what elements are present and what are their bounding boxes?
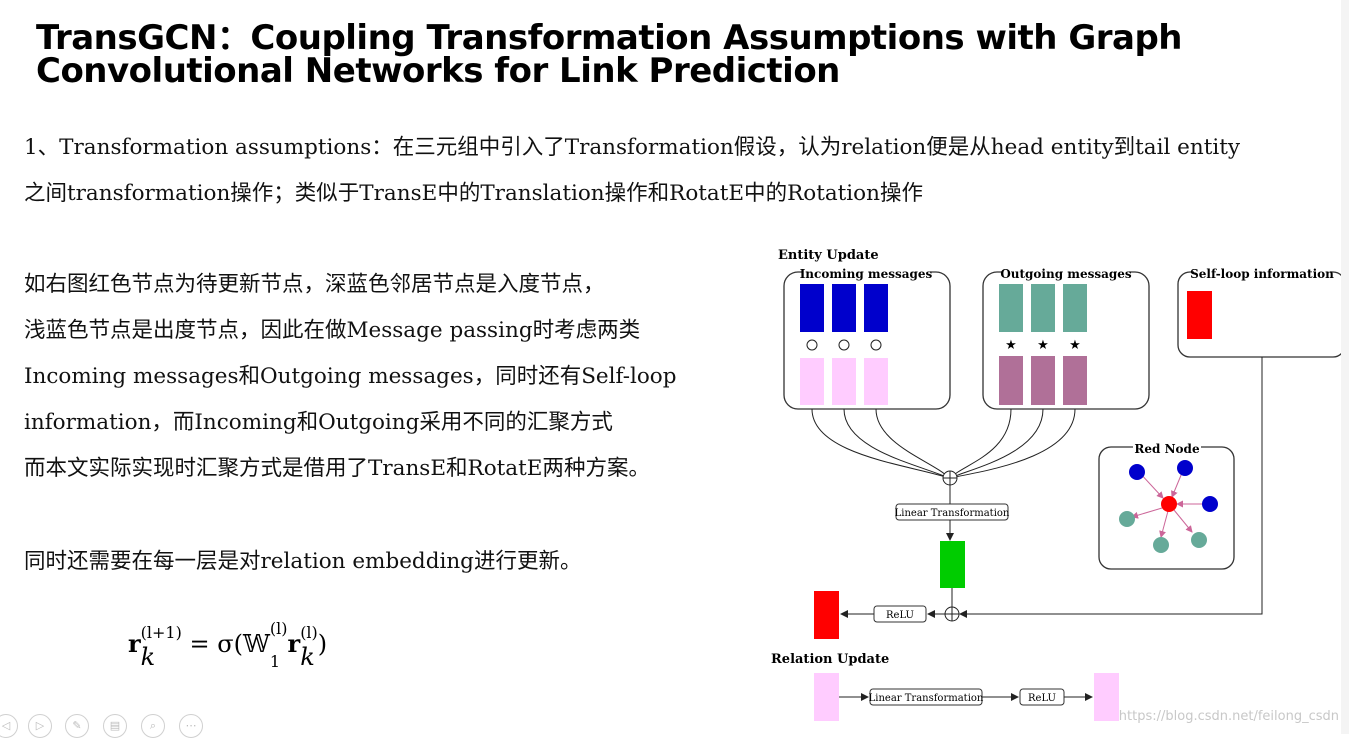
incoming-neighbor-node [1202,496,1218,512]
incoming-head-rect [800,284,824,332]
paragraph-message-passing: 如右图红色节点为待更新节点，深蓝色邻居节点是入度节点， 浅蓝色节点是出度节点，因… [24,262,677,492]
incoming-head-rect [864,284,888,332]
green-embedding-rect [940,541,965,588]
linear-transformation-box [895,503,1009,521]
outgoing-rel-rect [1063,356,1087,405]
outgoing-neighbor-node [1191,532,1207,548]
outgoing-rel-rect [1031,356,1055,405]
incoming-rel-rect [800,358,824,405]
linear-transformation-label: Linear Transformation [895,508,1010,519]
relation-update-formula: r(l+1)k = σ(𝕎(l)1r(l)k) [128,620,327,671]
formula-close: ) [317,629,328,658]
relation-linear-label: Linear Transformation [869,693,984,704]
aggregation-edges [811,408,1076,479]
incoming-rects [800,284,888,405]
circle-operator-icon [806,339,818,351]
text-line: 而本文实际实现时汇聚方式是借用了TransE和RotatE两种方案。 [24,456,650,481]
formula-eq: = σ( [189,629,243,658]
edge-out [1173,509,1193,533]
relation-input-rect [814,673,839,721]
watermark: https://blog.csdn.net/feilong_csdn [1118,709,1339,724]
relation-output-rect [1094,673,1119,721]
outgoing-rects: ★ ★ ★ [999,284,1087,405]
next-icon[interactable]: ▷ [28,714,52,738]
incoming-label: Incoming messages [800,267,933,281]
more-icon[interactable]: ⋯ [179,714,203,738]
star-operator-icon: ★ [1037,338,1049,353]
transgcn-diagram: Entity Update Incoming messages Outgoing… [771,248,1346,721]
selfloop-rect [1187,291,1212,339]
page-title: TransGCN：Coupling Transformation Assumpt… [36,18,1183,91]
text-line: 1、Transformation assumptions：在三元组中引入了Tra… [24,135,1241,160]
outgoing-label-bg [1003,266,1129,280]
incoming-neighbor-node [1177,460,1193,476]
incoming-rel-rect [832,358,856,405]
incoming-neighbor-node [1129,464,1145,480]
text-line: 浅蓝色节点是出度节点，因此在做Message passing时考虑两类 [24,318,641,343]
scrollbar[interactable] [1341,0,1349,734]
formula-r: r [128,628,141,658]
target-red-node [1161,496,1177,512]
edge-curve [950,408,1012,479]
star-operator-icon: ★ [1005,338,1017,353]
edge-curve [811,408,950,479]
formula-sup2: (l) [300,623,318,643]
relation-relu-label: ReLU [1028,693,1056,704]
red-node-label: Red Node [1134,442,1200,456]
formula-sub2: k [300,643,315,672]
edge-curve [875,408,950,479]
text-line: 之间transformation操作；类似于TransE中的Translatio… [24,181,923,206]
incoming-head-rect [832,284,856,332]
circle-operator-icon [870,339,882,351]
entity-update-label: Entity Update [778,248,879,263]
paragraph-relation-update: 同时还需要在每一层是对relation embedding进行更新。 [24,549,582,574]
edge-curve [950,408,1076,479]
selfloop-label-bg [1194,266,1330,280]
updated-entity-rect [814,591,839,639]
formula-r2: r [287,628,301,658]
text-line: 如右图红色节点为待更新节点，深蓝色邻居节点是入度节点， [24,272,605,297]
outgoing-rel-rect [999,356,1023,405]
formula-w-sup: (l) [269,619,288,638]
relu-label: ReLU [886,610,914,621]
outgoing-neighbor-node [1153,537,1169,553]
outgoing-tail-rect [1031,284,1055,332]
edge-out [1159,510,1169,538]
red-node-label-bg [1133,442,1201,455]
edge-curve [950,408,1044,479]
incoming-rel-rect [864,358,888,405]
slides-icon[interactable]: ▤ [103,714,127,738]
edge-out [1131,507,1163,519]
edge-curve [843,408,950,479]
formula-w: 𝕎 [242,629,270,658]
previous-icon[interactable]: ◁ [0,714,18,738]
outgoing-neighbor-node [1119,511,1135,527]
slide-toolbar: ◁ ▷ ✎ ▤ ⌕ ⋯ [0,712,215,738]
paragraph-transformation-assumptions: 1、Transformation assumptions：在三元组中引入了Tra… [24,125,1240,217]
text-line: Incoming messages和Outgoing messages，同时还有… [24,364,677,389]
outgoing-label: Outgoing messages [1000,267,1132,281]
zoom-icon[interactable]: ⌕ [141,714,165,738]
selfloop-label: Self-loop information [1190,267,1334,281]
text-line: information，而Incoming和Outgoing采用不同的汇聚方式 [24,410,613,435]
relation-update-label: Relation Update [771,652,889,667]
outgoing-tail-rect [1063,284,1087,332]
incoming-label-bg [802,266,930,280]
outgoing-tail-rect [999,284,1023,332]
formula-sup: (l+1) [140,623,182,643]
star-operator-icon: ★ [1069,338,1081,353]
pen-icon[interactable]: ✎ [65,714,89,738]
circle-operator-icon [838,339,850,351]
selfloop-arrow [959,357,1263,618]
formula-sub: k [140,643,156,672]
formula-w-sub: 1 [269,651,281,671]
